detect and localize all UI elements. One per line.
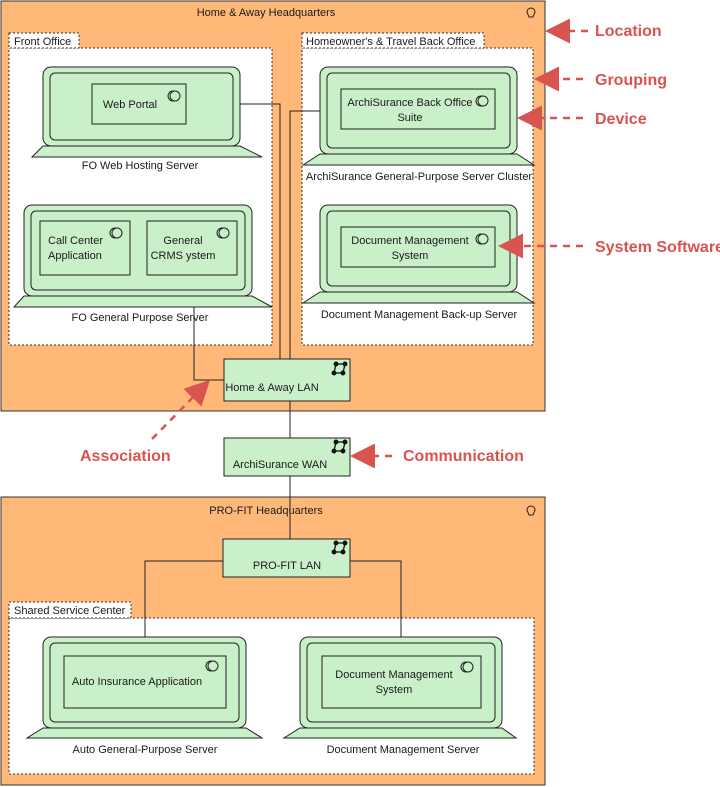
- callout-system-software: System Software: [595, 239, 720, 256]
- association-line-profit-auto: [144, 560, 223, 637]
- location-pin-icon: [526, 505, 536, 516]
- network-wan-label: ArchiSurance WAN: [233, 459, 327, 471]
- system-software-icon: [167, 90, 181, 102]
- software-web-portal-label: Web Portal: [103, 99, 157, 111]
- callouts: [151, 18, 588, 469]
- device-archi-cluster-label: ArchiSurance General-Purpose Server Clus…: [306, 171, 533, 183]
- system-software-icon: [460, 661, 474, 673]
- software-doc-mgmt-server[interactable]: Document Management System: [321, 655, 482, 709]
- location-profit-label: PRO-FIT Headquarters: [209, 505, 323, 517]
- association-line-profit-doc: [350, 560, 402, 637]
- system-software-icon: [205, 660, 219, 672]
- software-suite-line2: Suite: [397, 112, 422, 124]
- software-doc-mgmt-1-line2: System: [392, 250, 429, 262]
- software-doc-mgmt-backup[interactable]: Document Management System: [340, 226, 496, 268]
- software-auto-insurance[interactable]: Auto Insurance Application: [63, 655, 227, 709]
- software-doc-mgmt-1-line1: Document Management: [351, 235, 468, 247]
- system-software-icon: [475, 95, 489, 107]
- network-profit-lan[interactable]: PRO-FIT LAN: [222, 538, 351, 578]
- software-crms-line2: CRMS ystem: [151, 250, 216, 262]
- device-fo-web-label: FO Web Hosting Server: [82, 160, 199, 172]
- system-software-icon: [475, 233, 489, 245]
- network-home-lan[interactable]: Home & Away LAN: [223, 358, 351, 402]
- software-auto-insurance-label: Auto Insurance Application: [72, 676, 202, 688]
- software-doc-mgmt-2-line2: System: [376, 684, 413, 696]
- network-icon: [331, 439, 348, 454]
- software-doc-mgmt-2-line1: Document Management: [335, 669, 452, 681]
- location-pin-icon: [526, 7, 536, 18]
- group-shared-service-label: Shared Service Center: [14, 605, 126, 617]
- software-call-center-line2: Application: [48, 250, 102, 262]
- device-doc-backup-label: Document Management Back-up Server: [321, 309, 518, 321]
- device-auto-general-label: Auto General-Purpose Server: [73, 744, 218, 756]
- system-software-icon: [216, 227, 230, 239]
- group-back-office-label: Homeowner's & Travel Back Office: [306, 36, 475, 48]
- callout-location: Location: [595, 23, 662, 40]
- device-fo-general-label: FO General Purpose Server: [72, 312, 209, 324]
- association-line-cluster-lan: [289, 110, 320, 359]
- system-software-icon: [109, 227, 123, 239]
- network-icon: [331, 540, 348, 555]
- callout-device: Device: [595, 111, 647, 128]
- software-crms-line1: General: [163, 235, 202, 247]
- software-suite-line1: ArchiSurance Back Office: [347, 97, 472, 109]
- network-profit-lan-label: PRO-FIT LAN: [253, 560, 321, 572]
- callout-association: Association: [80, 448, 171, 465]
- network-icon: [331, 361, 348, 376]
- network-home-lan-label: Home & Away LAN: [225, 382, 318, 394]
- network-wan[interactable]: ArchiSurance WAN: [223, 437, 351, 477]
- software-call-center[interactable]: Call Center Application: [39, 220, 131, 276]
- group-front-office-label: Front Office: [14, 36, 71, 48]
- callout-grouping: Grouping: [595, 72, 667, 89]
- software-web-portal[interactable]: Web Portal: [91, 83, 187, 125]
- location-home-away-label: Home & Away Headquarters: [197, 7, 336, 19]
- callout-communication: Communication: [403, 448, 524, 465]
- software-general-crms[interactable]: General CRMS ystem: [146, 220, 238, 276]
- software-back-office-suite[interactable]: ArchiSurance Back Office Suite: [340, 88, 496, 130]
- software-call-center-line1: Call Center: [48, 235, 103, 247]
- device-doc-server-label: Document Management Server: [327, 744, 480, 756]
